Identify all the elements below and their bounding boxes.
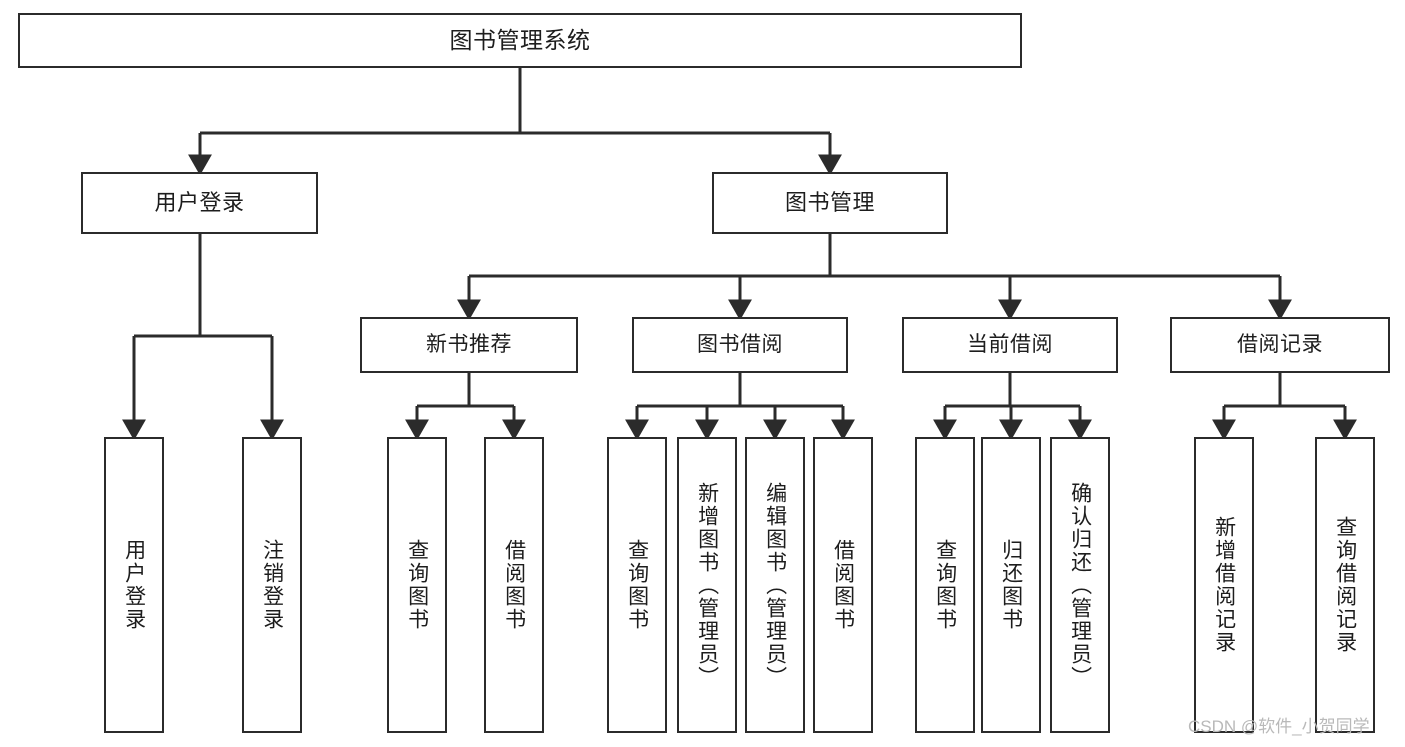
node-label: 查询图书 <box>933 539 957 631</box>
node-label: 注销登录 <box>260 539 284 631</box>
node-label: 新增图书（管理员） <box>695 481 719 689</box>
node-label: 编辑图书（管理员） <box>763 481 787 689</box>
node-label: 借阅记录 <box>1237 332 1323 356</box>
node-label: 查询借阅记录 <box>1333 516 1357 654</box>
node-label: 归还图书 <box>999 539 1023 631</box>
node-label: 图书管理 <box>784 190 875 216</box>
leaf-query-borrow-record[interactable]: 查询借阅记录 <box>1315 437 1375 733</box>
leaf-edit-book-admin[interactable]: 编辑图书（管理员） <box>745 437 805 733</box>
leaf-add-borrow-record[interactable]: 新增借阅记录 <box>1194 437 1254 733</box>
node-label: 查询图书 <box>405 539 429 631</box>
leaf-confirm-return-admin[interactable]: 确认归还（管理员） <box>1050 437 1110 733</box>
leaf-query-book-current[interactable]: 查询图书 <box>915 437 975 733</box>
node-borrow-record[interactable]: 借阅记录 <box>1170 317 1390 373</box>
node-user-login[interactable]: 用户登录 <box>81 172 318 234</box>
node-label: 图书借阅 <box>697 332 783 356</box>
watermark: CSDN @软件_小贺同学 <box>1188 717 1370 736</box>
node-book-management[interactable]: 图书管理 <box>712 172 948 234</box>
node-label: 用户登录 <box>122 539 146 631</box>
leaf-borrow-book-recommend[interactable]: 借阅图书 <box>484 437 544 733</box>
node-label: 借阅图书 <box>502 539 526 631</box>
node-current-borrow[interactable]: 当前借阅 <box>902 317 1118 373</box>
leaf-borrow-book[interactable]: 借阅图书 <box>813 437 873 733</box>
leaf-add-book-admin[interactable]: 新增图书（管理员） <box>677 437 737 733</box>
node-label: 图书管理系统 <box>449 26 591 53</box>
node-label: 新增借阅记录 <box>1212 516 1236 654</box>
leaf-query-book-borrow[interactable]: 查询图书 <box>607 437 667 733</box>
node-label: 查询图书 <box>625 539 649 631</box>
node-label: 确认归还（管理员） <box>1068 481 1092 689</box>
node-label: 用户登录 <box>154 190 245 216</box>
leaf-logout[interactable]: 注销登录 <box>242 437 302 733</box>
leaf-user-login[interactable]: 用户登录 <box>104 437 164 733</box>
node-label: 借阅图书 <box>831 539 855 631</box>
leaf-query-book-recommend[interactable]: 查询图书 <box>387 437 447 733</box>
node-book-borrow[interactable]: 图书借阅 <box>632 317 848 373</box>
node-root-system[interactable]: 图书管理系统 <box>18 13 1022 68</box>
node-new-book-recommend[interactable]: 新书推荐 <box>360 317 578 373</box>
node-label: 新书推荐 <box>426 332 512 356</box>
node-label: 当前借阅 <box>967 332 1053 356</box>
leaf-return-book[interactable]: 归还图书 <box>981 437 1041 733</box>
